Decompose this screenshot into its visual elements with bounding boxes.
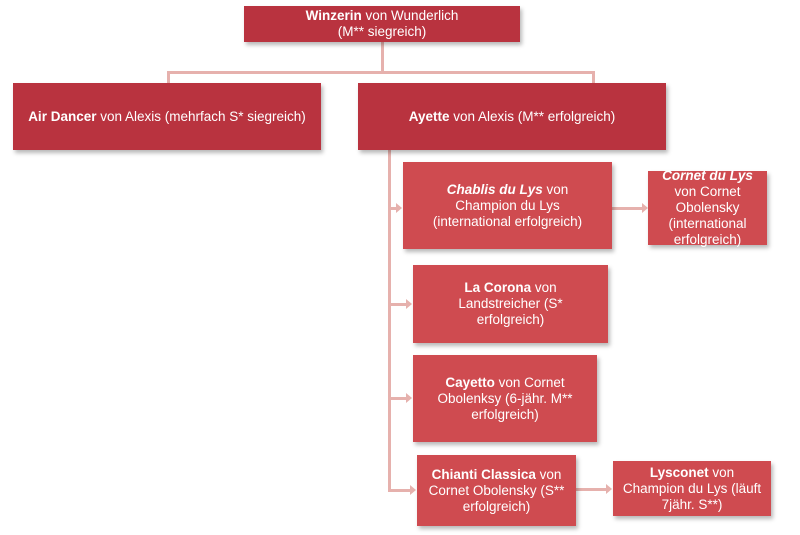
connector-chablis-to-cornet: [612, 207, 642, 210]
connector-horizontal-top: [167, 71, 595, 74]
node-text: von Wunderlich: [361, 8, 459, 23]
node-name: Ayette: [408, 108, 450, 124]
node-text: von Landstreicher (S* erfolgreich): [458, 280, 563, 327]
node-chablis-du-lys: Chablis du Lys von Champion du Lys (inte…: [403, 162, 612, 249]
connector-to-air-dancer: [167, 71, 170, 83]
connector-ayette-spine: [388, 150, 391, 492]
connector-to-ayette: [592, 71, 595, 83]
node-text: von Alexis (M** erfolgreich): [449, 108, 616, 124]
arrow-to-chianti: [410, 485, 416, 495]
node-name: Chianti Classica: [431, 466, 536, 482]
node-lysconet: Lysconet von Champion du Lys (läuft 7jäh…: [613, 461, 771, 516]
node-name: Winzerin: [305, 8, 362, 23]
arrow-to-cornet: [642, 203, 648, 213]
connector-root-down: [381, 40, 384, 73]
node-ayette: Ayette von Alexis (M** erfolgreich): [358, 83, 666, 150]
node-name: La Corona: [464, 280, 532, 295]
node-cayetto: Cayetto von Cornet Obolenksy (6-jähr. M*…: [413, 355, 597, 442]
node-text: von Alexis (mehrfach S* siegreich): [96, 108, 306, 124]
node-text: von Cornet Obolenksy (6-jähr. M** erfolg…: [437, 374, 573, 422]
connector-spine-to-chablis: [388, 207, 396, 210]
connector-chianti-to-lysconet: [576, 488, 606, 491]
connector-spine-to-cayetto: [388, 397, 406, 400]
node-name: Cornet du Lys: [662, 168, 753, 183]
node-chianti-classica: Chianti Classica von Cornet Obolensky (S…: [417, 455, 576, 526]
node-name: Chablis du Lys: [446, 181, 543, 197]
arrow-to-chablis: [396, 203, 402, 213]
node-name: Air Dancer: [28, 108, 97, 124]
node-text: von Champion du Lys (international erfol…: [432, 181, 583, 229]
connector-spine-to-chianti: [388, 489, 410, 492]
node-air-dancer: Air Dancer von Alexis (mehrfach S* siegr…: [13, 83, 321, 150]
arrow-to-la-corona: [406, 299, 412, 309]
arrow-to-lysconet: [606, 484, 612, 494]
node-cornet-du-lys: Cornet du Lys von Cornet Obolensky (inte…: [648, 168, 767, 247]
connector-spine-to-la-corona: [388, 303, 406, 306]
node-winzerin: Winzerin von Wunderlich(M** siegreich): [244, 6, 520, 42]
node-text: (M** siegreich): [337, 24, 427, 39]
node-text: von Cornet Obolensky (S** erfolgreich): [428, 466, 565, 514]
node-text: von Champion du Lys (läuft 7jähr. S**): [622, 464, 762, 512]
node-name: Lysconet: [649, 464, 709, 480]
arrow-to-cayetto: [406, 393, 412, 403]
node-text: von Cornet Obolensky (international erfo…: [668, 184, 747, 247]
node-la-corona: La Corona von Landstreicher (S* erfolgre…: [413, 265, 608, 343]
node-name: Cayetto: [445, 374, 495, 390]
